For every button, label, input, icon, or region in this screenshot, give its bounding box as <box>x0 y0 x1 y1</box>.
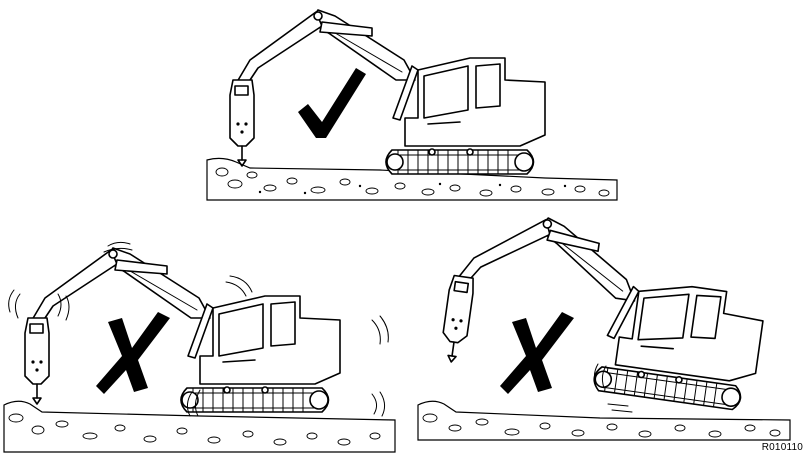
panel-correct <box>207 10 617 200</box>
panel-incorrect-lifted <box>418 206 790 440</box>
cross-mark-icon <box>500 312 574 394</box>
cross-mark-icon <box>96 312 170 394</box>
excavator-vibrating <box>25 248 340 412</box>
check-mark-icon <box>298 68 366 138</box>
excavator-level <box>230 10 545 174</box>
reference-code: R010110 <box>762 442 803 453</box>
excavator-tilted <box>438 206 773 412</box>
panel-incorrect-vibration <box>4 242 395 452</box>
